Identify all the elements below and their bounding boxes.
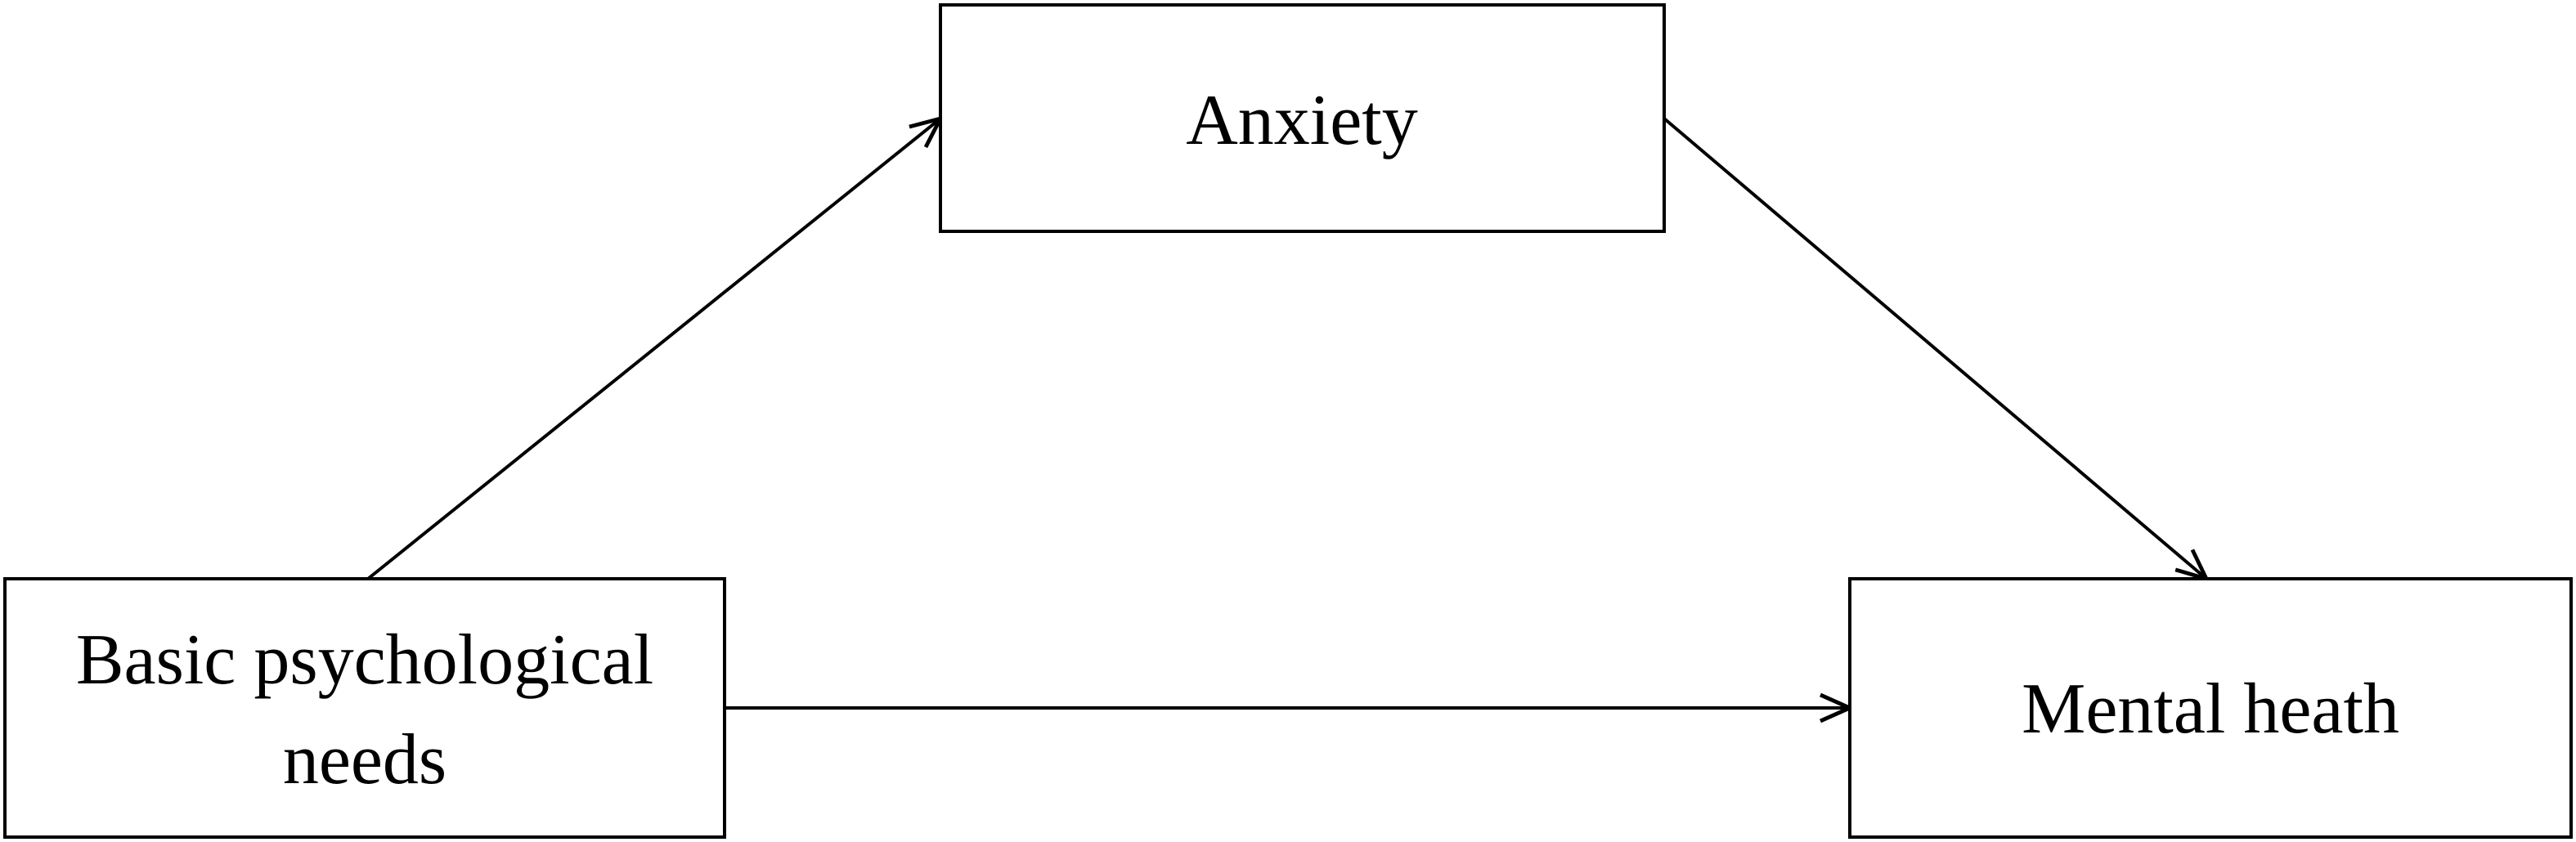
node-anxiety: Anxiety [939,3,1666,233]
node-needs-label-line1: Basic psychological [76,620,653,700]
node-basic-psychological-needs: Basic psychological needs [3,577,726,839]
node-mental-heath: Mental heath [1848,577,2573,839]
arrow-needs-to-anxiety [366,119,940,580]
node-mental-heath-label: Mental heath [2022,670,2399,749]
node-anxiety-label: Anxiety [1186,81,1418,160]
node-needs-label-line2: needs [283,720,447,799]
arrow-anxiety-to-mental-health [1663,117,2206,579]
